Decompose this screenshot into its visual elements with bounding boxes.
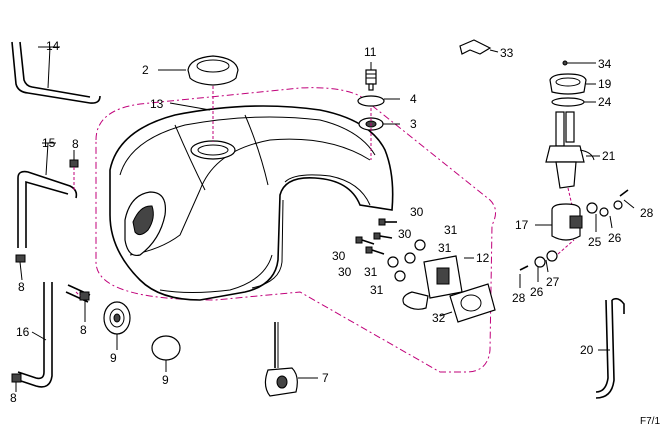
- fuel-cap: [158, 55, 239, 142]
- label-16: 16: [16, 325, 30, 339]
- label-4: 4: [410, 92, 417, 106]
- label-20: 20: [580, 343, 594, 357]
- label-27: 27: [546, 275, 560, 289]
- label-8-mid: 8: [80, 323, 87, 337]
- sender-unit: [402, 255, 474, 310]
- filter-assembly: [519, 189, 635, 288]
- vent-assembly: [357, 62, 400, 160]
- label-21: 21: [602, 149, 616, 163]
- label-9-plug: 9: [162, 373, 169, 387]
- label-8-bottom: 8: [10, 391, 17, 405]
- label-30-a: 30: [410, 205, 424, 219]
- hose-20: [595, 297, 625, 399]
- label-28-right: 28: [640, 206, 654, 220]
- label-15: 15: [42, 136, 56, 150]
- label-30-c: 30: [332, 249, 346, 263]
- hose-15: [15, 142, 79, 281]
- label-31-c: 31: [364, 265, 378, 279]
- fuel-tank: [109, 105, 394, 301]
- label-30-b: 30: [398, 227, 412, 241]
- label-8-upper: 8: [72, 137, 79, 151]
- label-25: 25: [588, 235, 602, 249]
- label-26-lower: 26: [530, 285, 544, 299]
- gasket: [439, 283, 496, 323]
- hose-16: [11, 282, 91, 392]
- label-33: 33: [500, 46, 514, 60]
- clip-33: [459, 39, 499, 55]
- label-19: 19: [598, 77, 612, 91]
- label-34: 34: [598, 57, 612, 71]
- label-31-b: 31: [438, 241, 452, 255]
- label-17: 17: [515, 218, 529, 232]
- label-28-left: 28: [512, 291, 526, 305]
- label-7: 7: [322, 371, 329, 385]
- label-9-grommet: 9: [110, 351, 117, 365]
- leader-13: [169, 102, 211, 111]
- label-2: 2: [142, 63, 149, 77]
- label-14: 14: [46, 39, 60, 53]
- tank-group-outline: [95, 87, 496, 373]
- label-31-a: 31: [444, 223, 458, 237]
- label-32: 32: [432, 311, 446, 325]
- label-12: 12: [476, 251, 490, 265]
- hose-14: [11, 41, 101, 104]
- figure-code: F7/1: [640, 416, 660, 427]
- grommets-9: [103, 301, 181, 372]
- label-30-d: 30: [338, 265, 352, 279]
- label-31-d: 31: [370, 283, 384, 297]
- pump-assembly: [545, 60, 600, 215]
- label-24: 24: [598, 95, 612, 109]
- label-8-left: 8: [18, 280, 25, 294]
- label-26-upper: 26: [608, 231, 622, 245]
- label-11: 11: [364, 45, 377, 59]
- label-3: 3: [410, 117, 417, 131]
- label-13: 13: [150, 97, 164, 111]
- bolts-and-nuts: [355, 218, 426, 282]
- fuel-tap: [264, 322, 318, 397]
